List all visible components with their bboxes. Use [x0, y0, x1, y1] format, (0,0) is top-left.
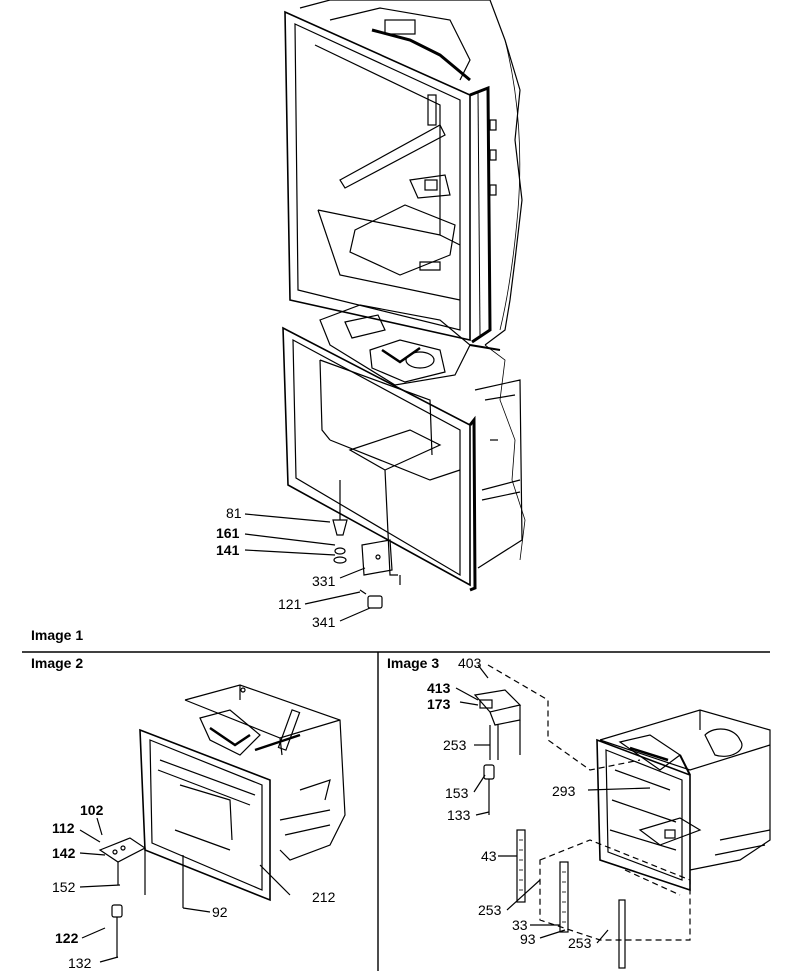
callout-161: 161: [216, 525, 240, 541]
callout-43: 43: [481, 848, 497, 864]
callout-33: 33: [512, 917, 528, 933]
callout-81: 81: [226, 505, 242, 521]
image3-assembly: [455, 664, 771, 969]
callout-93: 93: [520, 931, 536, 947]
callout-112: 112: [52, 820, 75, 836]
callout-132: 132: [68, 955, 92, 971]
callout-133: 133: [447, 807, 471, 823]
callout-102: 102: [80, 802, 104, 818]
image2-assembly: [79, 684, 346, 963]
callout-413: 413: [427, 680, 451, 696]
callout-142: 142: [52, 845, 76, 861]
callout-341: 341: [312, 614, 336, 630]
lower-liner-assembly: [244, 304, 526, 622]
callout-403: 403: [458, 655, 482, 671]
callout-122: 122: [55, 930, 79, 946]
callout-141: 141: [216, 542, 240, 558]
callout-331: 331: [312, 573, 336, 589]
callout-253-b: 253: [478, 902, 502, 918]
callout-253-c: 253: [568, 935, 592, 951]
caption-image-2: Image 2: [31, 655, 84, 671]
callout-253-a: 253: [443, 737, 467, 753]
callout-92: 92: [212, 904, 228, 920]
callout-293: 293: [552, 783, 576, 799]
callout-173: 173: [427, 696, 451, 712]
upper-liner-assembly: [284, 0, 523, 346]
caption-image-3: Image 3: [387, 655, 440, 671]
caption-image-1: Image 1: [31, 627, 84, 643]
callout-153: 153: [445, 785, 469, 801]
callout-152: 152: [52, 879, 76, 895]
callout-121: 121: [278, 596, 302, 612]
callout-212: 212: [312, 889, 336, 905]
